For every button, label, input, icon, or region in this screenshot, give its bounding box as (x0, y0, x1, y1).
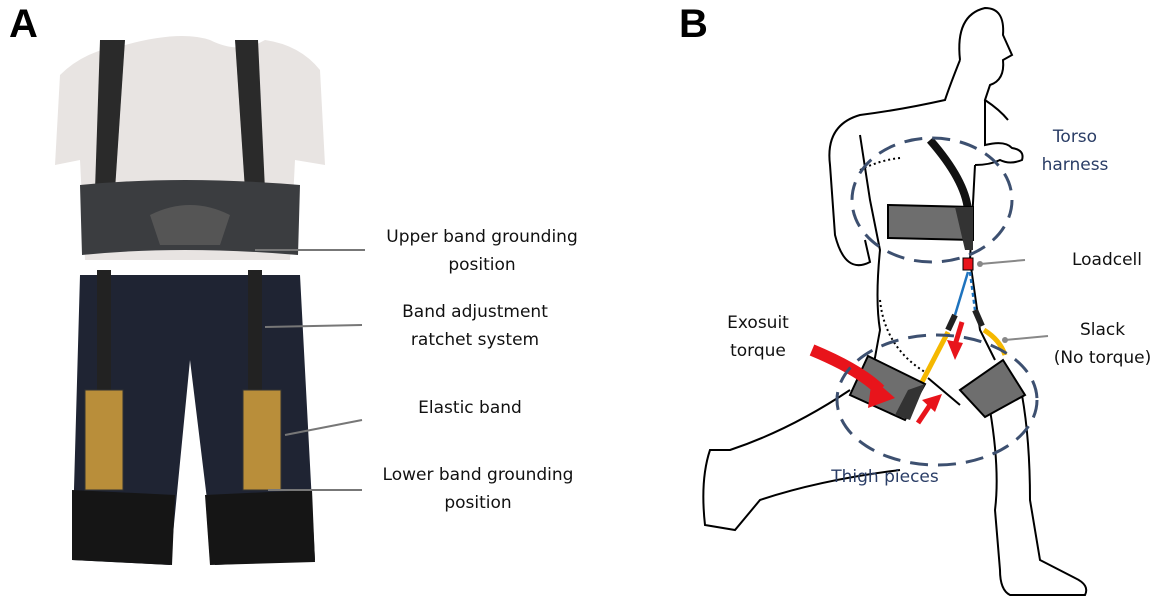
harness-shoulder-strap (926, 137, 972, 211)
left-elastic-band (84, 389, 124, 491)
label-upper-band-grounding: Upper band grounding position (362, 223, 602, 279)
thigh-piece-front (958, 358, 1027, 419)
label-line: harness (1041, 155, 1109, 175)
label-loadcell: Loadcell (1071, 250, 1143, 270)
label-line: Slack (1079, 320, 1126, 340)
label-band-adjustment: Band adjustment ratchet system (355, 298, 595, 354)
left-shoulder-strap (95, 40, 125, 190)
label-line: Lower band grounding (382, 465, 574, 485)
force-arrow-down (947, 340, 963, 360)
label-line: position (444, 493, 512, 513)
loadcell-icon (962, 257, 974, 271)
label-line: Torso (1052, 127, 1098, 147)
right-shoulder-strap (235, 40, 265, 190)
elastic-band-tensioned (919, 330, 951, 384)
panel-b-letter: B (679, 2, 708, 46)
label-line: Upper band grounding (386, 227, 578, 247)
force-arrow-up (922, 394, 942, 412)
cable-left (953, 271, 970, 316)
label-slack: Slack (No torque) (1045, 316, 1160, 372)
label-line: ratchet system (410, 330, 540, 350)
runner-outline (702, 6, 1088, 596)
label-elastic-band: Elastic band (350, 394, 590, 422)
label-thigh-pieces: Thigh pieces (831, 467, 939, 487)
label-line: (No torque) (1053, 348, 1152, 368)
label-exosuit-torque: Exosuit torque (710, 309, 806, 365)
right-elastic-band (242, 389, 282, 491)
torso-region-ellipse (850, 136, 1014, 264)
label-torso-harness: Torso harness (1035, 123, 1115, 179)
label-lower-band-grounding: Lower band grounding position (358, 461, 598, 517)
label-line: Elastic band (418, 398, 522, 418)
panel-a-letter: A (9, 2, 38, 46)
label-line: Exosuit (727, 313, 789, 333)
thigh-region-ellipse (835, 333, 1039, 467)
label-line: torque (730, 341, 786, 361)
cable-right (968, 271, 977, 311)
label-line: position (448, 255, 516, 275)
label-line: Band adjustment (402, 302, 548, 322)
